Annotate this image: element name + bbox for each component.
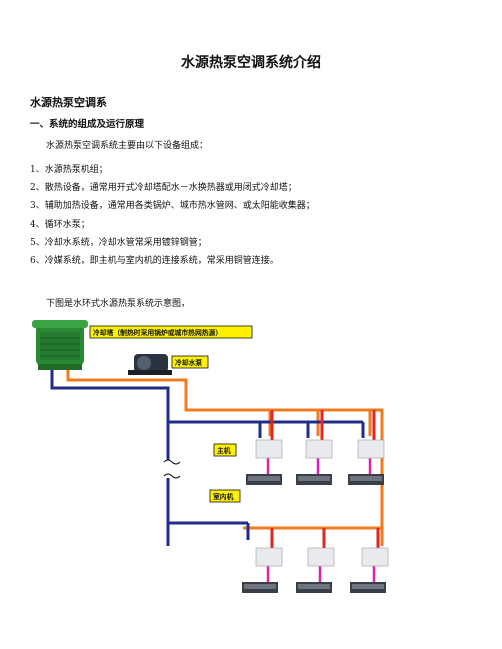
system-diagram: 冷却塔（制热时采用锅炉或城市热网热源） 冷却水泵 主机 室内机	[32, 320, 389, 593]
indoor-unit-icon	[242, 582, 386, 593]
label-cooling-tower-text: 冷却塔（制热时采用锅炉或城市热网热源）	[93, 328, 222, 337]
label-indoor-unit-text: 室内机	[213, 492, 234, 501]
label-cooling-pump: 冷却水泵	[171, 355, 209, 369]
list-item: 2、散热设备，通常用开式冷却塔配水－水换热器或用闭式冷却塔；	[30, 183, 297, 194]
water-pump-icon	[128, 354, 172, 375]
label-main-unit-text: 主机	[217, 446, 231, 455]
label-cooling-pump-text: 冷却水泵	[175, 358, 202, 367]
list-item: 1、水源热泵机组；	[30, 165, 108, 175]
supply-pipe	[66, 370, 384, 546]
list-item: 5、冷却水系统，冷却水管常采用镀锌钢管；	[30, 237, 207, 248]
main-unit-icon	[255, 439, 385, 459]
section-heading: 水源热泵空调系	[30, 96, 107, 109]
list-item: 6、冷媒系统，即主机与室内机的连接系统，常采用铜管连接。	[30, 255, 279, 266]
cooling-tower-icon	[32, 320, 88, 370]
label-indoor-unit: 室内机	[209, 489, 241, 503]
list-item: 4、循环水泵；	[30, 219, 90, 230]
main-unit-icon	[255, 547, 389, 567]
intro-paragraph: 水源热泵空调系统主要由以下设备组成：	[46, 141, 209, 151]
label-main-unit: 主机	[213, 443, 237, 457]
indoor-unit-icon	[246, 474, 384, 485]
hot-branch-pipes	[270, 410, 380, 550]
diagram-caption: 下图是水环式水源热泵系统示意图，	[46, 299, 191, 309]
pipe-break-mark	[163, 459, 181, 479]
list-item: 3、辅助加热设备，通常用各类锅炉、城市热水管网、或太阳能收集器；	[30, 201, 315, 212]
page-title: 水源热泵空调系统介绍	[181, 55, 321, 71]
label-cooling-tower: 冷却塔（制热时采用锅炉或城市热网热源）	[89, 325, 253, 339]
equipment-list: 1、水源热泵机组； 2、散热设备，通常用开式冷却塔配水－水换热器或用闭式冷却塔；…	[30, 161, 315, 270]
subsection-heading: 一、系统的组成及运行原理	[30, 119, 145, 130]
return-pipe	[50, 370, 365, 546]
refrigerant-lines	[266, 456, 376, 582]
